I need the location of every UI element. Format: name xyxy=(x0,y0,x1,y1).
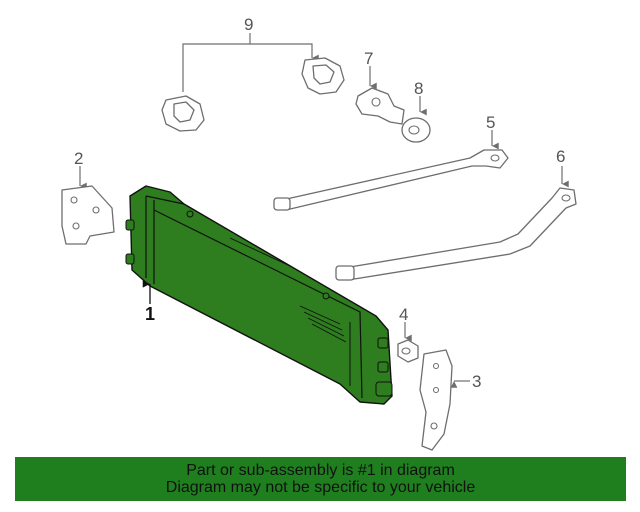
part-1-oil-cooler[interactable] xyxy=(125,185,393,405)
part-8-washer[interactable] xyxy=(401,96,431,143)
callout-1: 1 xyxy=(145,304,155,324)
part-7-fitting[interactable] xyxy=(355,66,405,125)
callout-8: 8 xyxy=(414,79,423,98)
callout-9: 9 xyxy=(244,15,253,34)
part-5-tube[interactable] xyxy=(273,130,509,211)
part-3-bracket[interactable] xyxy=(419,349,470,451)
notice-banner: Part or sub-assembly is #1 in diagram Di… xyxy=(15,457,626,501)
callout-5: 5 xyxy=(486,113,495,132)
callout-4: 4 xyxy=(399,305,408,324)
part-6-tube[interactable] xyxy=(335,166,577,281)
part-4-grommet[interactable] xyxy=(397,322,419,363)
parts-diagram: 9 7 8 5 6 2 xyxy=(61,15,577,451)
notice-line-2: Diagram may not be specific to your vehi… xyxy=(165,479,476,496)
callout-7: 7 xyxy=(364,49,373,68)
callout-2: 2 xyxy=(74,149,83,168)
callout-3: 3 xyxy=(472,372,481,391)
part-9-clips[interactable] xyxy=(161,33,345,132)
callout-6: 6 xyxy=(556,147,565,166)
part-2-bracket[interactable] xyxy=(61,166,115,245)
notice-line-1: Part or sub-assembly is #1 in diagram xyxy=(186,462,455,479)
